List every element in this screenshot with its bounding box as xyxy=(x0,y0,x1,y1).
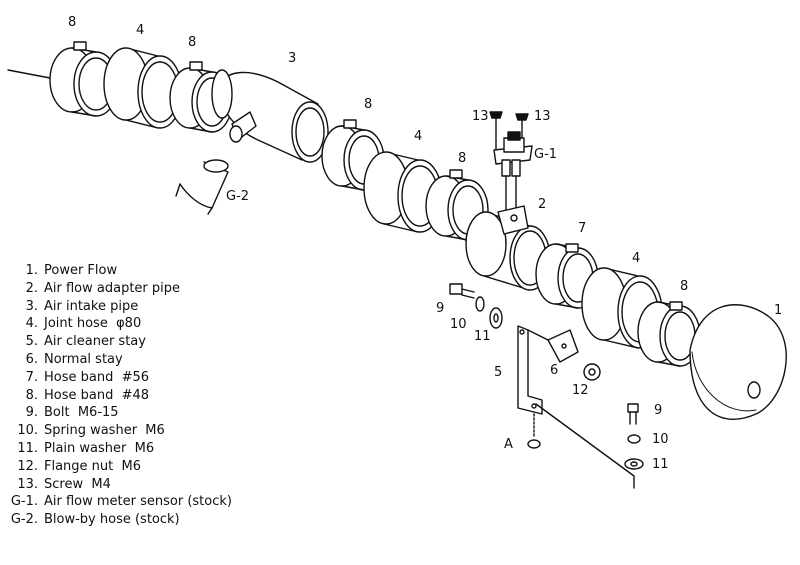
legend-item: 13.Screw M4 xyxy=(17,476,111,492)
power-flow-1 xyxy=(689,304,787,420)
normal-stay-6 xyxy=(547,329,579,363)
bolt-9-b xyxy=(627,403,639,425)
callout-12: 12 xyxy=(572,383,589,398)
callout-8: 8 xyxy=(364,97,372,112)
callout-10: 10 xyxy=(652,432,669,447)
legend-item: G-2.Blow-by hose (stock) xyxy=(10,512,180,528)
air-flow-adapter-pipe-2 xyxy=(465,205,551,291)
callout-9: 9 xyxy=(654,403,662,418)
callout-A: A xyxy=(504,437,513,452)
parts-legend: 1.Power Flow 2.Air flow adapter pipe 3.A… xyxy=(4,262,232,529)
flange-nut-12 xyxy=(583,363,601,381)
callout-4: 4 xyxy=(632,251,640,266)
callout-8: 8 xyxy=(188,35,196,50)
callout-6: 6 xyxy=(550,363,558,378)
callout-11: 11 xyxy=(474,329,491,344)
legend-item: G-1.Air flow meter sensor (stock) xyxy=(10,494,232,510)
air-intake-pipe-3 xyxy=(211,69,329,163)
legend-item: 9.Bolt M6-15 xyxy=(25,405,119,421)
blow-by-hose-G-2 xyxy=(175,159,229,215)
legend-item: 7.Hose band #56 xyxy=(25,369,150,385)
spring-washer-10-a xyxy=(475,296,485,312)
callout-9: 9 xyxy=(436,301,444,316)
legend-item: 5.Air cleaner stay xyxy=(25,334,146,350)
legend-item: 10.Spring washer M6 xyxy=(17,423,165,439)
legend-item: 4.Joint hose φ80 xyxy=(25,316,142,332)
bolt-9-a xyxy=(449,283,475,299)
washer-A xyxy=(527,413,541,449)
air-cleaner-stay-5 xyxy=(517,325,553,415)
callout-8: 8 xyxy=(680,279,688,294)
callout-1: 1 xyxy=(774,303,782,318)
legend-item: 2.Air flow adapter pipe xyxy=(25,280,181,296)
axis-line xyxy=(7,69,51,79)
plain-washer-11-b xyxy=(624,458,644,470)
leader-line xyxy=(535,403,635,489)
legend-item: 3.Air intake pipe xyxy=(25,298,139,314)
callout-10: 10 xyxy=(450,317,467,332)
callout-8: 8 xyxy=(68,15,76,30)
plain-washer-11-a xyxy=(489,307,503,329)
callout-G-1: G-1 xyxy=(534,147,557,162)
callout-4: 4 xyxy=(136,23,144,38)
callout-7: 7 xyxy=(578,221,586,236)
callout-13: 13 xyxy=(534,109,551,124)
air-flow-meter-sensor-G-1 xyxy=(489,111,533,213)
legend-item: 12.Flange nut M6 xyxy=(17,458,142,474)
callout-3: 3 xyxy=(288,51,296,66)
callout-5: 5 xyxy=(494,365,502,380)
callout-11: 11 xyxy=(652,457,669,472)
callout-13: 13 xyxy=(472,109,489,124)
joint-hose-4-a xyxy=(103,47,183,129)
legend-item: 11.Plain washer M6 xyxy=(17,440,155,456)
callout-4: 4 xyxy=(414,129,422,144)
callout-2: 2 xyxy=(538,197,546,212)
legend-item: 6.Normal stay xyxy=(25,351,123,367)
callout-8: 8 xyxy=(458,151,466,166)
callout-G-2: G-2 xyxy=(226,189,249,204)
spring-washer-10-b xyxy=(627,434,641,444)
legend-item: 8.Hose band #48 xyxy=(25,387,150,403)
legend-item: 1.Power Flow xyxy=(25,263,118,278)
